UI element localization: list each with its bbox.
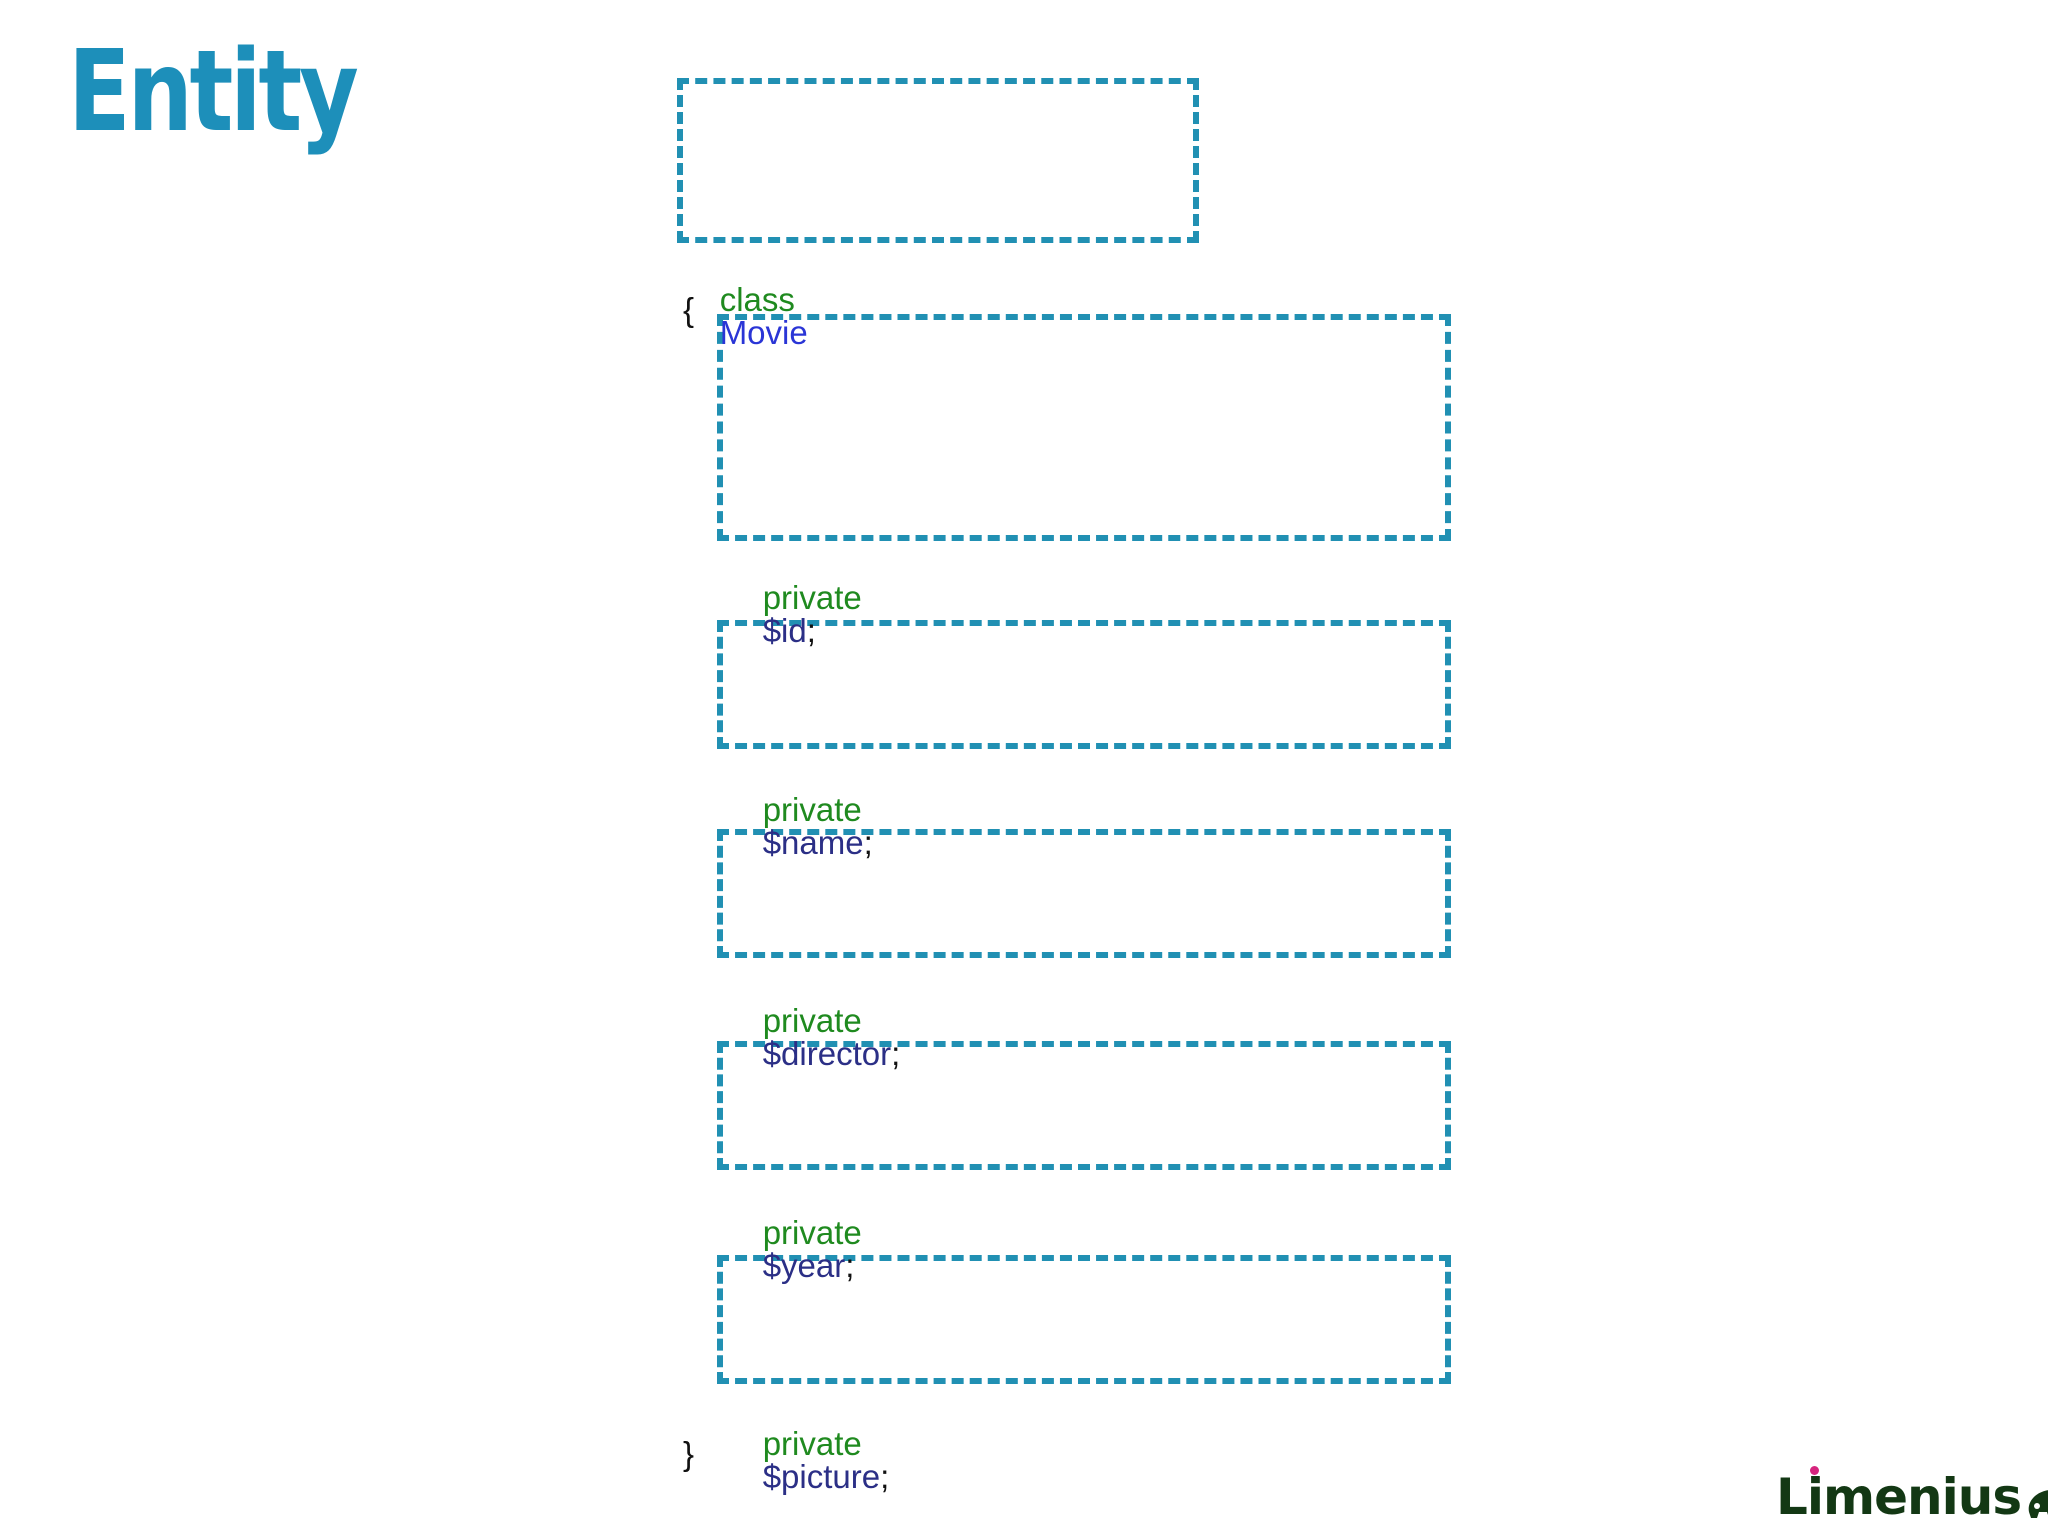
property-line-picture: private $picture; (726, 1394, 890, 1526)
property-variable: $director (762, 1035, 892, 1072)
close-brace: } (683, 1435, 695, 1472)
name-annotation-placeholder (717, 620, 1451, 749)
property-line-year: private $year; (726, 1183, 862, 1315)
property-modifier: private (762, 1214, 862, 1251)
open-brace: { (683, 291, 695, 328)
property-line-id: private $id; (726, 548, 862, 680)
property-modifier: private (762, 579, 862, 616)
property-terminator: ; (891, 1035, 901, 1072)
property-line-name: private $name; (726, 760, 873, 892)
property-terminator: ; (863, 824, 873, 861)
id-annotation-placeholder (717, 314, 1451, 541)
slide-title: Entity (68, 27, 359, 157)
property-modifier: private (762, 791, 862, 828)
property-variable: $year (762, 1247, 846, 1284)
property-terminator: ; (880, 1458, 890, 1495)
property-variable: $picture (762, 1458, 881, 1495)
director-annotation-placeholder (717, 829, 1451, 958)
picture-annotation-placeholder (717, 1255, 1451, 1384)
class-name: Movie (719, 314, 808, 351)
property-line-director: private $director; (726, 971, 901, 1103)
class-annotation-placeholder (677, 78, 1199, 243)
property-terminator: ; (845, 1247, 855, 1284)
limenius-logo: Limenius (1776, 1462, 2048, 1522)
property-variable: $name (762, 824, 864, 861)
class-keyword: class (719, 281, 795, 318)
property-modifier: private (762, 1002, 862, 1039)
property-terminator: ; (806, 612, 816, 649)
bear-icon (2028, 1490, 2048, 1518)
logo-dot (1810, 1466, 1819, 1475)
logo-text: Limenius (1776, 1466, 2022, 1526)
class-declaration-line: class Movie (683, 250, 808, 382)
year-annotation-placeholder (717, 1041, 1451, 1170)
property-variable: $id (762, 612, 807, 649)
property-modifier: private (762, 1425, 862, 1462)
